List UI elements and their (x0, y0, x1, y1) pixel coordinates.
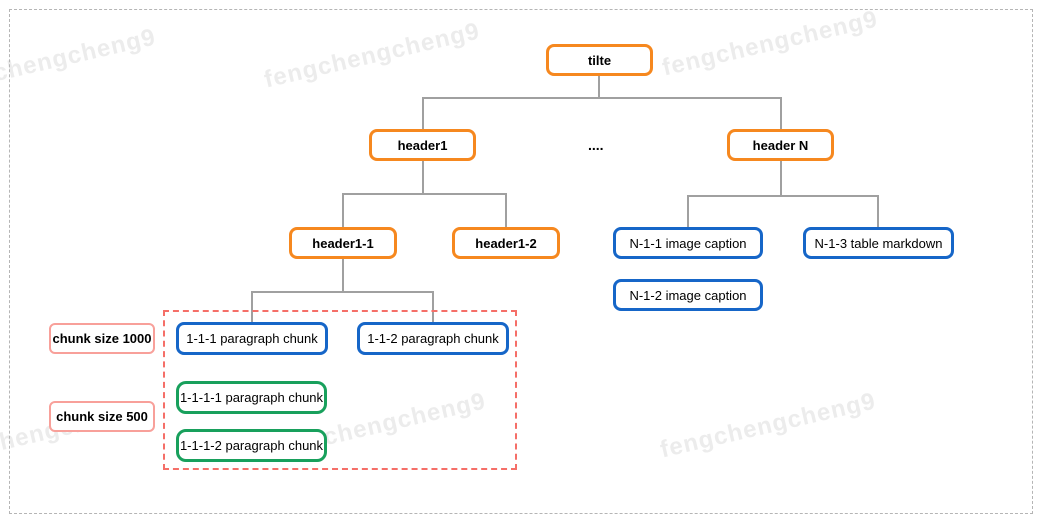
node-header-n: header N (727, 129, 834, 161)
node-header1-2: header1-2 (452, 227, 560, 259)
node-n-1-1-image-caption: N-1-1 image caption (613, 227, 763, 259)
connector-line (432, 291, 434, 322)
watermark: fengchengcheng9 (657, 387, 879, 464)
node-n-1-3-table-markdown: N-1-3 table markdown (803, 227, 954, 259)
label-chunk-size-500: chunk size 500 (49, 401, 155, 432)
watermark: fengchengcheng9 (659, 5, 881, 82)
label-chunk-size-1000: chunk size 1000 (49, 323, 155, 354)
connector-line (780, 161, 782, 195)
connector-line (687, 195, 689, 227)
connector-line (687, 195, 879, 197)
connector-line (877, 195, 879, 227)
node-1-1-1-2-paragraph-chunk: 1-1-1-2 paragraph chunk (176, 429, 327, 462)
connector-line (342, 193, 507, 195)
node-1-1-1-1-paragraph-chunk: 1-1-1-1 paragraph chunk (176, 381, 327, 414)
ellipsis-text: .... (588, 137, 604, 153)
connector-line (598, 76, 600, 98)
watermark: fengchengcheng9 (261, 17, 483, 94)
node-1-1-1-paragraph-chunk: 1-1-1 paragraph chunk (176, 322, 328, 355)
connector-line (780, 97, 782, 129)
connector-line (251, 291, 253, 322)
watermark: fengchengcheng9 (0, 23, 159, 100)
node-1-1-2-paragraph-chunk: 1-1-2 paragraph chunk (357, 322, 509, 355)
chunk-region-outline (163, 310, 517, 470)
connector-line (422, 161, 424, 193)
node-title: tilte (546, 44, 653, 76)
node-header1: header1 (369, 129, 476, 161)
connector-line (422, 97, 782, 99)
connector-line (505, 193, 507, 227)
connector-line (422, 97, 424, 129)
connector-line (342, 193, 344, 227)
connector-line (251, 291, 434, 293)
node-n-1-2-image-caption: N-1-2 image caption (613, 279, 763, 311)
connector-line (342, 259, 344, 291)
node-header1-1: header1-1 (289, 227, 397, 259)
